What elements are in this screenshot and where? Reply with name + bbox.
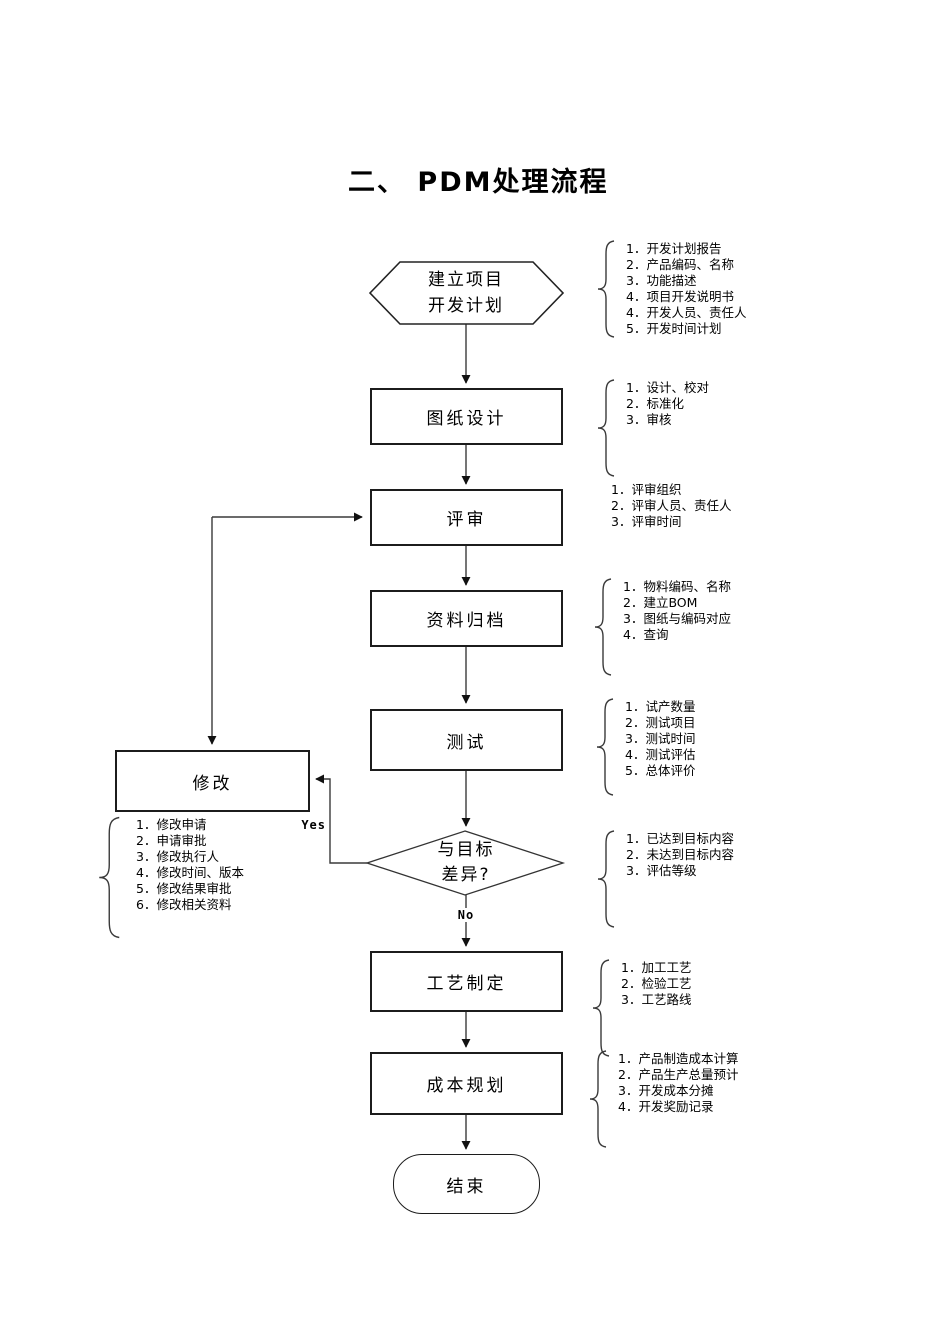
list-item: 5．开发时间计划 <box>626 321 722 336</box>
node-decision-label-line1: 与目标 <box>437 840 495 860</box>
node-drawing-label: 图纸设计 <box>426 409 507 429</box>
node-start: 建立项目 开发计划 <box>386 262 546 324</box>
left-brace-icon <box>98 815 123 940</box>
list-item: 1．开发计划报告 <box>626 241 722 256</box>
annotation-process: 1．加工工艺 2．检验工艺 3．工艺路线 <box>592 958 691 1058</box>
edge-label-yes: Yes <box>301 818 326 832</box>
annotation-process-items: 1．加工工艺 2．检验工艺 3．工艺路线 <box>621 958 691 1058</box>
list-item: 1．设计、校对 <box>626 380 709 395</box>
list-item: 4．开发人员、责任人 <box>626 305 747 320</box>
list-item: 3．评估等级 <box>626 863 697 878</box>
node-cost-label: 成本规划 <box>426 1076 507 1096</box>
node-test-label: 测试 <box>446 732 487 753</box>
node-archive: 资料归档 <box>370 590 563 647</box>
list-item: 6．修改相关资料 <box>136 897 232 912</box>
node-modify: 修改 <box>115 750 310 812</box>
list-item: 3．图纸与编码对应 <box>623 611 731 626</box>
left-brace-icon <box>589 1049 609 1149</box>
node-drawing: 图纸设计 <box>370 388 563 445</box>
list-item: 1．修改申请 <box>136 817 207 832</box>
list-item: 2．申请审批 <box>136 833 207 848</box>
list-item: 2．评审人员、责任人 <box>611 498 732 513</box>
annotation-cost: 1．产品制造成本计算 2．产品生产总量预计 3．开发成本分摊 4．开发奖励记录 <box>589 1049 738 1149</box>
annotation-archive: 1．物料编码、名称 2．建立BOM 3．图纸与编码对应 4．查询 <box>594 577 731 677</box>
list-item: 2．产品编码、名称 <box>626 257 734 272</box>
annotation-design-items: 1．设计、校对 2．标准化 3．审核 <box>626 378 709 478</box>
list-item: 1．产品制造成本计算 <box>618 1051 739 1066</box>
list-item: 4．查询 <box>623 627 669 642</box>
node-start-label-line2: 开发计划 <box>428 296 504 316</box>
list-item: 3．功能描述 <box>626 273 697 288</box>
annotation-diff-items: 1．已达到目标内容 2．未达到目标内容 3．评估等级 <box>626 829 734 929</box>
list-item: 2．建立BOM <box>623 595 698 610</box>
left-brace-icon <box>592 958 612 1058</box>
list-item: 2．检验工艺 <box>621 976 692 991</box>
node-review: 评审 <box>370 489 563 546</box>
node-process: 工艺制定 <box>370 951 563 1012</box>
annotation-test-items: 1．试产数量 2．测试项目 3．测试时间 4．测试评估 5．总体评价 <box>625 697 695 797</box>
list-item: 1．已达到目标内容 <box>626 831 734 846</box>
annotation-design: 1．设计、校对 2．标准化 3．审核 <box>597 378 709 478</box>
list-item: 1．加工工艺 <box>621 960 692 975</box>
node-start-label-line1: 建立项目 <box>428 270 504 290</box>
node-modify-label: 修改 <box>192 773 233 794</box>
node-decision-label-line2: 差异? <box>441 865 491 885</box>
node-test: 测试 <box>370 709 563 771</box>
node-end: 结束 <box>393 1154 540 1214</box>
annotation-modify-items: 1．修改申请 2．申请审批 3．修改执行人 4．修改时间、版本 5．修改结果审批… <box>136 815 244 940</box>
node-end-label: 结束 <box>446 1176 487 1197</box>
page-title: 二、 PDM处理流程 <box>348 167 609 198</box>
start-hexagon-shape <box>368 261 565 325</box>
left-brace-icon <box>597 239 617 339</box>
annotation-diff: 1．已达到目标内容 2．未达到目标内容 3．评估等级 <box>597 829 734 929</box>
node-cost: 成本规划 <box>370 1052 563 1115</box>
node-decision: 与目标 差异? <box>396 832 536 894</box>
annotation-cost-items: 1．产品制造成本计算 2．产品生产总量预计 3．开发成本分摊 4．开发奖励记录 <box>618 1049 738 1149</box>
annotation-modify: 1．修改申请 2．申请审批 3．修改执行人 4．修改时间、版本 5．修改结果审批… <box>98 815 244 940</box>
edge-label-no: No <box>448 908 484 922</box>
list-item: 1．试产数量 <box>625 699 696 714</box>
list-item: 4．项目开发说明书 <box>626 289 734 304</box>
list-item: 3．开发成本分摊 <box>618 1083 714 1098</box>
list-item: 3．审核 <box>626 412 672 427</box>
list-item: 1．物料编码、名称 <box>623 579 731 594</box>
list-item: 4．修改时间、版本 <box>136 865 244 880</box>
annotation-plan-items: 1．开发计划报告 2．产品编码、名称 3．功能描述 4．项目开发说明书 4．开发… <box>626 239 746 339</box>
left-brace-icon <box>596 697 616 797</box>
list-item: 4．开发奖励记录 <box>618 1099 714 1114</box>
list-item: 5．总体评价 <box>625 763 696 778</box>
list-item: 2．标准化 <box>626 396 684 411</box>
connector-decision-modify-yes <box>315 774 367 864</box>
list-item: 3．评审时间 <box>611 514 682 529</box>
left-brace-icon <box>597 378 617 478</box>
annotation-review-items: 1．评审组织 2．评审人员、责任人 3．评审时间 <box>611 480 731 532</box>
list-item: 3．修改执行人 <box>136 849 219 864</box>
list-item: 2．未达到目标内容 <box>626 847 734 862</box>
left-brace-icon <box>594 577 614 677</box>
list-item: 5．修改结果审批 <box>136 881 232 896</box>
list-item: 3．工艺路线 <box>621 992 692 1007</box>
list-item: 3．测试时间 <box>625 731 696 746</box>
annotation-test: 1．试产数量 2．测试项目 3．测试时间 4．测试评估 5．总体评价 <box>596 697 695 797</box>
list-item: 1．评审组织 <box>611 482 682 497</box>
annotation-review: 1．评审组织 2．评审人员、责任人 3．评审时间 <box>611 480 731 532</box>
list-item: 2．产品生产总量预计 <box>618 1067 739 1082</box>
node-review-label: 评审 <box>446 510 487 530</box>
node-process-label: 工艺制定 <box>426 974 507 994</box>
node-archive-label: 资料归档 <box>426 611 507 631</box>
decision-diamond-shape <box>364 830 566 896</box>
left-brace-icon <box>597 829 617 929</box>
list-item: 2．测试项目 <box>625 715 696 730</box>
list-item: 4．测试评估 <box>625 747 696 762</box>
annotation-plan: 1．开发计划报告 2．产品编码、名称 3．功能描述 4．项目开发说明书 4．开发… <box>597 239 746 339</box>
annotation-archive-items: 1．物料编码、名称 2．建立BOM 3．图纸与编码对应 4．查询 <box>623 577 731 677</box>
